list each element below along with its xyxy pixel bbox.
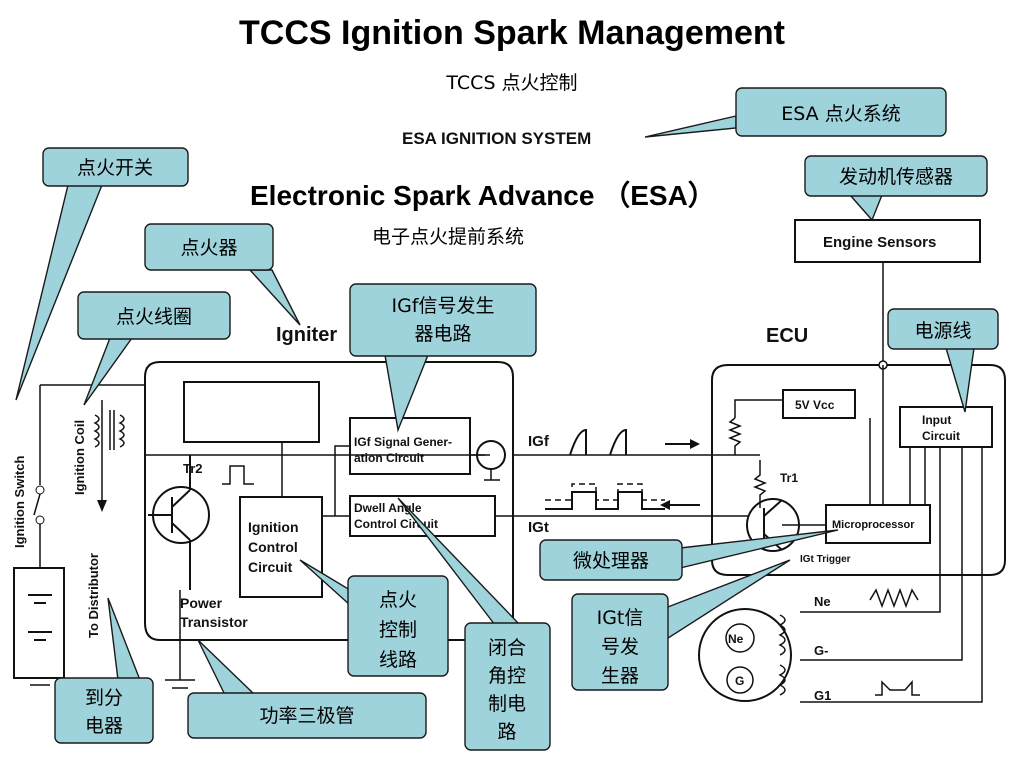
svg-text:点火器: 点火器	[180, 237, 237, 259]
ne-circle-label: Ne	[728, 632, 744, 646]
esa-subtitle: 电子点火提前系统	[372, 226, 525, 248]
svg-text:微处理器: 微处理器	[573, 550, 649, 572]
page-title: TCCS Ignition Spark Management	[239, 14, 785, 52]
tr1-label: Tr1	[780, 471, 798, 485]
igniter-label: Igniter	[276, 324, 337, 346]
svg-text:IGf信号发生: IGf信号发生	[391, 295, 494, 317]
svg-text:闭合: 闭合	[488, 637, 526, 659]
callout-distributor: 到分 电器	[54, 597, 154, 744]
svg-text:ESA 点火系统: ESA 点火系统	[781, 103, 900, 125]
igf-circuit-text-2: ation Circuit	[354, 451, 424, 465]
ignition-control-text-1: Ignition	[248, 519, 299, 535]
callout-microprocessor: 微处理器	[539, 529, 839, 581]
ignition-control-text-2: Control	[248, 539, 298, 555]
svg-text:发动机传感器: 发动机传感器	[839, 166, 953, 188]
igt-arrow-head	[660, 500, 670, 510]
igf-circuit-text-1: IGf Signal Gener-	[354, 435, 452, 449]
callout-igf-generator: IGf信号发生 器电路	[349, 283, 537, 433]
svg-text:路: 路	[497, 721, 516, 743]
engine-sensors-box	[794, 219, 981, 263]
igniter-wiring	[145, 442, 712, 689]
svg-text:生器: 生器	[601, 665, 639, 687]
vcc-box	[782, 389, 856, 419]
g-minus-label: G-	[814, 643, 828, 658]
sensor-lines	[800, 575, 983, 703]
svg-text:点火开关: 点火开关	[77, 157, 153, 179]
ignition-coil-label: Ignition Coil	[72, 420, 87, 495]
power-label-1: Power	[180, 595, 223, 611]
to-distributor-label: To Distributor	[86, 553, 101, 638]
ecu-box	[711, 364, 1006, 576]
input-circuit-text-1: Input	[922, 413, 951, 427]
igt-trigger-label: IGt Trigger	[800, 554, 851, 565]
ecu-wiring	[712, 365, 983, 575]
microprocessor-box	[825, 504, 931, 544]
callout-power-line: 电源线	[887, 308, 999, 413]
callout-esa-system: ESA 点火系统	[644, 87, 947, 138]
svg-text:点火线圈: 点火线圈	[116, 306, 192, 328]
igniter-inner-box	[183, 381, 320, 443]
input-circuit-box	[899, 406, 993, 448]
left-circuit	[13, 384, 145, 686]
callout-engine-sensors: 发动机传感器	[804, 155, 988, 222]
ignition-control-circuit	[239, 496, 323, 598]
power-transistor-symbol	[148, 455, 210, 590]
callout-igt-generator: IGt信 号发 生器	[571, 559, 791, 691]
vcc-label: 5V Vcc	[795, 398, 835, 412]
svg-text:线路: 线路	[379, 649, 417, 671]
engine-sensors-label: Engine Sensors	[823, 234, 936, 251]
resistor-r1	[727, 417, 743, 455]
svg-text:制电: 制电	[488, 693, 526, 715]
svg-text:点火: 点火	[379, 589, 417, 611]
g-circle-label: G	[735, 674, 744, 688]
distributor-pickup	[698, 608, 792, 702]
g1-label: G1	[814, 688, 831, 703]
callout-ignition-control: 点火 控制 线路	[299, 559, 449, 677]
ignition-switch-label: Ignition Switch	[12, 456, 27, 548]
svg-text:控制: 控制	[379, 619, 417, 641]
svg-text:电源线: 电源线	[914, 320, 971, 342]
ecu-label: ECU	[766, 325, 808, 347]
power-label-2: Transistor	[180, 614, 248, 630]
igf-waveform	[569, 428, 627, 456]
igt-waveform-dashed	[545, 483, 665, 501]
callout-ignition-coil: 点火线圈	[77, 291, 231, 406]
microprocessor-label: Microprocessor	[832, 519, 915, 531]
esa-system-label: ESA IGNITION SYSTEM	[402, 129, 591, 148]
ignition-control-text-3: Circuit	[248, 559, 293, 575]
svg-text:功率三极管: 功率三极管	[259, 705, 354, 727]
callout-power-transistor: 功率三极管	[187, 639, 427, 739]
page-subtitle: TCCS 点火控制	[446, 72, 578, 94]
igt-label: IGt	[528, 519, 549, 536]
callout-igniter: 点火器	[144, 223, 301, 326]
callout-ignition-switch: 点火开关	[15, 147, 189, 401]
svg-text:IGt信: IGt信	[597, 607, 644, 629]
tr1-transistor-symbol	[746, 460, 826, 552]
tr2-label: Tr2	[183, 461, 203, 476]
callout-dwell-control: 闭合 角控 制电 路	[397, 497, 551, 751]
vcc-wire	[734, 399, 783, 418]
svg-text:电器: 电器	[85, 715, 123, 737]
svg-text:器电路: 器电路	[414, 323, 471, 345]
igt-waveform	[545, 491, 665, 510]
igf-transistor-symbol	[470, 440, 506, 481]
svg-text:到分: 到分	[85, 687, 123, 709]
svg-text:角控: 角控	[488, 665, 526, 687]
input-circuit-text-2: Circuit	[922, 429, 960, 443]
ne-label: Ne	[814, 594, 831, 609]
svg-text:号发: 号发	[601, 636, 639, 658]
tr2-pulse	[222, 465, 254, 485]
igf-label: IGf	[528, 433, 550, 450]
igf-arrow-head	[690, 439, 700, 449]
esa-title: Electronic Spark Advance （ESA）	[250, 180, 716, 211]
